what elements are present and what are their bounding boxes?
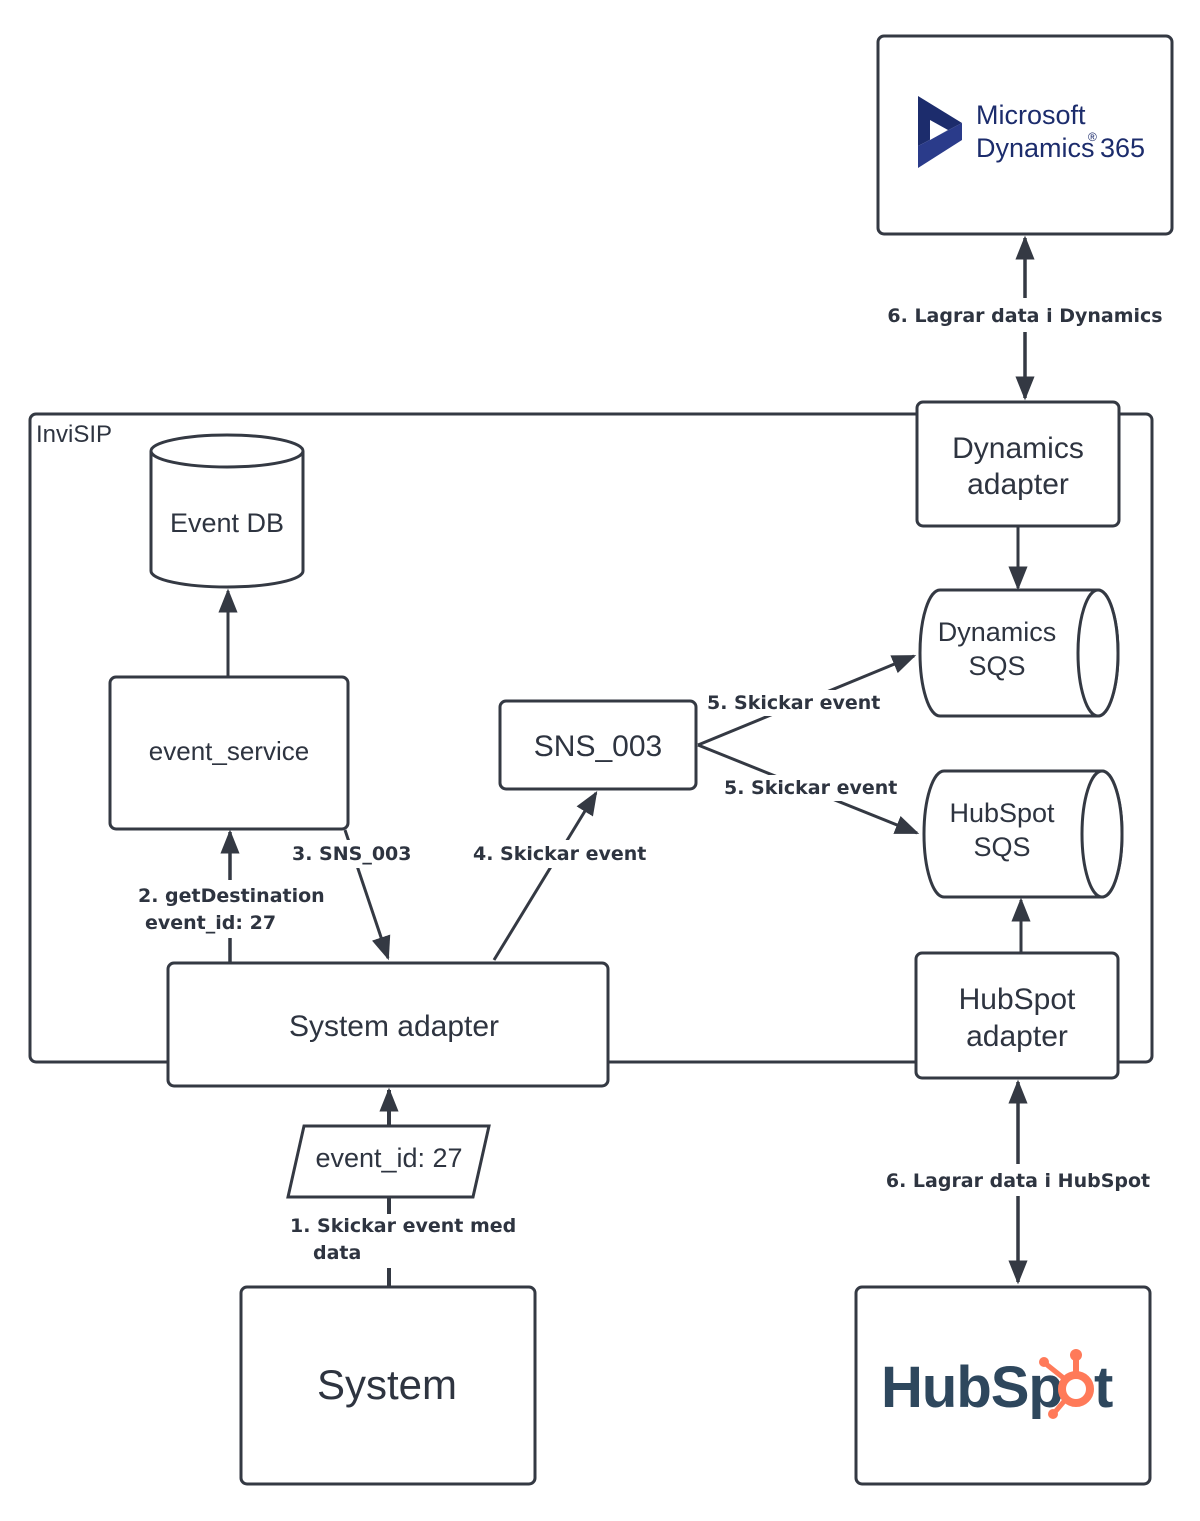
event-db-database	[149, 433, 305, 589]
system-box	[239, 1285, 537, 1486]
dynamics-adapter-label-line1: Dynamics	[952, 432, 1084, 465]
dynamics-logo-icon	[918, 96, 962, 168]
dynamics-sqs-label-line1: Dynamics	[938, 617, 1057, 647]
dynamics-logo-text-dynamics: Dynamics	[976, 133, 1095, 163]
hubspot-sqs-queue	[922, 769, 1124, 899]
hubspot-adapter-label-line1: HubSpot	[959, 983, 1076, 1016]
system-adapter-label: System adapter	[289, 1010, 499, 1043]
event-payload-label: event_id: 27	[315, 1143, 462, 1173]
hubspot-logo-text-part2: t	[1094, 1355, 1113, 1420]
dynamics-365-box	[876, 34, 1174, 236]
event-payload-shape	[286, 1124, 491, 1199]
dynamics-adapter-label-line2: adapter	[967, 468, 1069, 501]
edge-label-store-hubspot: 6. Lagrar data i HubSpot	[886, 1170, 1150, 1192]
hubspot-adapter-label-line2: adapter	[966, 1020, 1068, 1053]
edge-label-send-event-line2: data	[313, 1242, 361, 1264]
sns-topic-box	[498, 699, 698, 791]
hubspot-sqs-label-line1: HubSpot	[949, 798, 1055, 828]
event-service-label: event_service	[149, 736, 309, 766]
hubspot-logo-text-part1: HubSp	[881, 1355, 1063, 1420]
dynamics-logo-text-reg: ®	[1088, 130, 1097, 144]
edge-label-fanout-hubspot: 5. Skickar event	[724, 777, 897, 799]
dynamics-sqs-queue	[918, 588, 1120, 718]
system-adapter-box	[166, 961, 610, 1088]
edge-label-get-destination-line1: 2. getDestination	[138, 885, 325, 907]
event-db-label: Event DB	[170, 508, 284, 538]
dynamics-logo-text-microsoft: Microsoft	[976, 100, 1086, 130]
hubspot-sprocket-icon	[1039, 1349, 1094, 1419]
hubspot-adapter-box	[914, 951, 1120, 1080]
edge-label-store-dynamics: 6. Lagrar data i Dynamics	[887, 305, 1162, 327]
sns-topic-label: SNS_003	[534, 730, 662, 763]
event-service-box	[108, 675, 350, 831]
hubspot-box	[854, 1285, 1152, 1486]
dynamics-sqs-label-line2: SQS	[968, 651, 1025, 681]
invisip-label: InviSIP	[36, 421, 112, 448]
edge-label-publish-event: 4. Skickar event	[473, 843, 646, 865]
edge-publish-event	[492, 790, 598, 961]
hubspot-sqs-label-line2: SQS	[973, 832, 1030, 862]
edge-label-sns-003: 3. SNS_003	[292, 843, 411, 865]
system-label: System	[317, 1361, 457, 1408]
dynamics-logo-text-365: 365	[1100, 133, 1145, 163]
edge-label-send-event-line1: 1. Skickar event med	[290, 1215, 516, 1237]
edge-label-get-destination-line2: event_id: 27	[145, 912, 276, 934]
edge-label-fanout-dynamics: 5. Skickar event	[707, 692, 880, 714]
